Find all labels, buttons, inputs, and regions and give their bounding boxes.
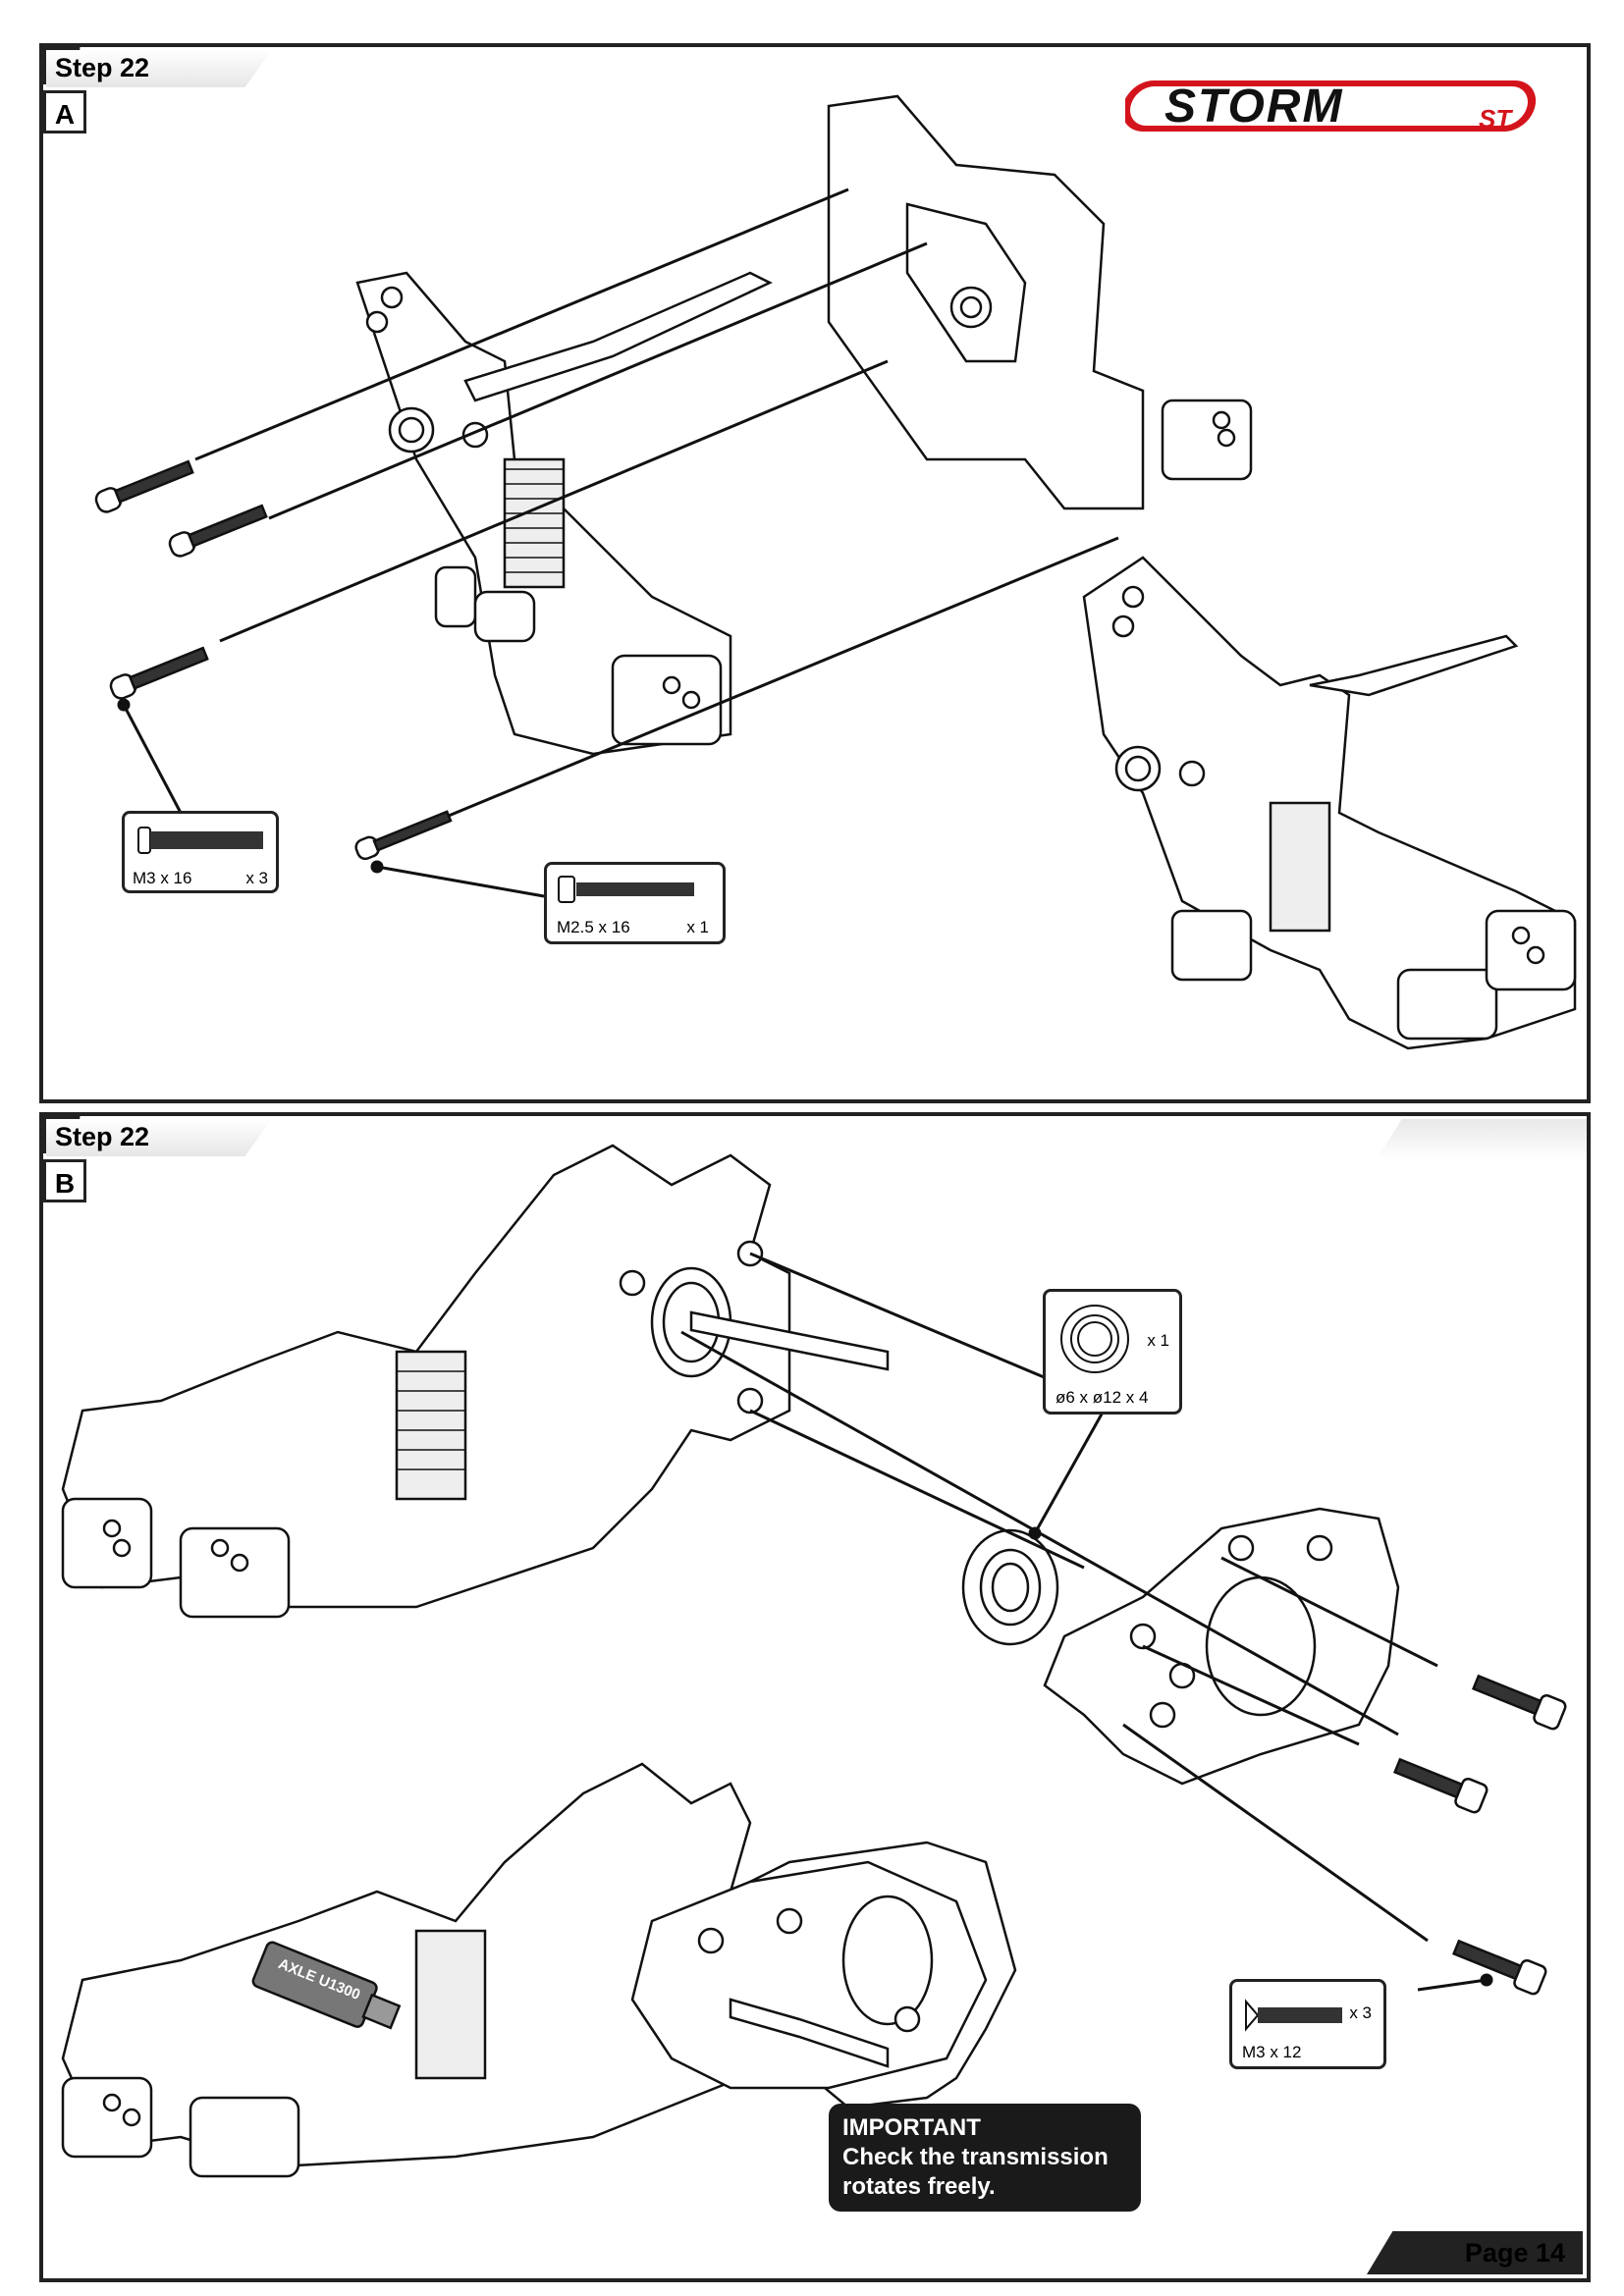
gearbox-illustration: AXLE U1300 [61,1144,1567,2178]
screw-callout-m3x16: M3 x 16 x 3 [122,811,279,893]
step-title: Step 22 [55,53,150,82]
lower-gearbox: AXLE U1300 [61,1762,1017,2178]
step-22b-panel: Step 22 B [39,1112,1591,2282]
rear-housing-half [827,94,1253,510]
grease-tube-icon: AXLE U1300 [251,1941,402,2030]
step-22a-panel: Step 22 A STORM ST [39,43,1591,1103]
screw-callout-m3x12: x 3 M3 x 12 [1229,1979,1386,2069]
important-note: IMPORTANT Check the transmission rotates… [829,2104,1141,2212]
step-title: Step 22 [55,1122,150,1151]
upper-gearbox [61,1144,890,1619]
screw-icon [1393,1674,1567,1996]
screw-callout-m25x16: M2.5 x 16 x 1 [544,862,726,944]
substep-letter: A [43,90,86,133]
footer-tab [1367,2231,1583,2274]
screw-icon [137,827,263,854]
svg-text:STORM: STORM [1164,80,1343,133]
gearbox-illustration [94,94,1577,1050]
screw-icon [558,876,694,903]
page-number: Page 14 [1464,2238,1565,2268]
storm-st-logo: STORM ST [1125,80,1537,133]
bearing-callout: x 1 ø6 x ø12 x 4 [1043,1289,1182,1415]
assembled-gearbox [1082,556,1577,1050]
svg-text:ST: ST [1479,104,1513,133]
screw-icon [94,459,453,861]
alignment-lines [194,187,1119,839]
screw-icon [1245,1999,1342,2032]
bearing-icon [961,1528,1059,1646]
left-housing-half [355,271,773,756]
gearbox-cover-plate [1043,1507,1400,1786]
substep-letter: B [43,1159,86,1202]
bearing-icon [1060,1305,1129,1373]
